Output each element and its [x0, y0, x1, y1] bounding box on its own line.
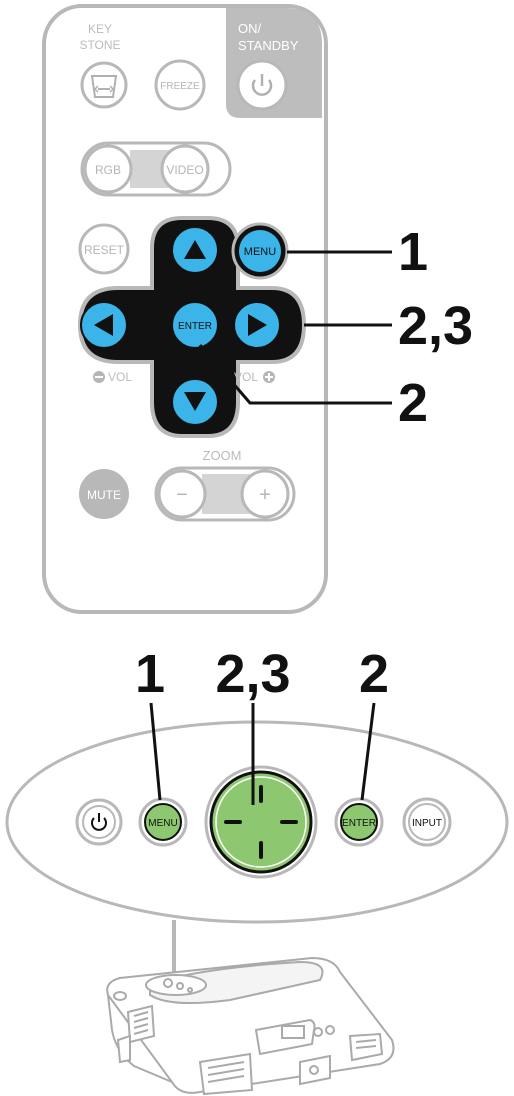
- zoom-plus-button[interactable]: +: [240, 469, 290, 519]
- panel-menu-button[interactable]: MENU: [138, 797, 188, 847]
- down-arrow-icon: [184, 392, 206, 411]
- left-arrow-icon: [94, 314, 113, 336]
- right-arrow-button[interactable]: [233, 301, 281, 349]
- panel-menu-label: MENU: [148, 818, 177, 829]
- callout-panel-menu-text: 1: [135, 644, 165, 704]
- callout-remote-enter: 2: [198, 344, 428, 433]
- power-icon: [251, 74, 273, 96]
- on-standby-label-line1: ON/: [238, 21, 262, 36]
- panel-enter-label: ENTER: [342, 818, 376, 829]
- right-arrow-icon: [248, 314, 267, 336]
- keystone-label-line1: KEY: [88, 22, 112, 36]
- on-standby-button[interactable]: [236, 59, 288, 111]
- panel-arrow-pad[interactable]: [204, 765, 318, 879]
- remote-enter-label: ENTER: [178, 321, 212, 332]
- panel-input-label: INPUT: [412, 818, 442, 829]
- keystone-label-line2: STONE: [79, 38, 120, 52]
- rgb-label: RGB: [95, 163, 121, 177]
- reset-label: RESET: [84, 243, 125, 257]
- freeze-label: FREEZE: [160, 81, 200, 92]
- rgb-video-group: RGB VIDEO: [80, 141, 232, 197]
- down-arrow-button[interactable]: [171, 378, 219, 426]
- callout-remote-arrows-text: 2,3: [398, 296, 473, 356]
- video-button[interactable]: VIDEO: [160, 144, 210, 194]
- callout-remote-arrows: 2,3: [304, 296, 473, 356]
- left-arrow-button[interactable]: [80, 301, 128, 349]
- callout-remote-enter-text: 2: [398, 373, 428, 433]
- vol-plus-indicator: VOL: [234, 370, 275, 384]
- zoom-label: ZOOM: [203, 448, 242, 463]
- freeze-button[interactable]: FREEZE: [154, 59, 206, 111]
- panel-input-button[interactable]: INPUT: [402, 797, 452, 847]
- power-icon: [91, 813, 107, 831]
- panel-power-button[interactable]: [75, 798, 123, 846]
- vol-minus-indicator: VOL: [93, 370, 132, 384]
- video-label: VIDEO: [166, 163, 203, 177]
- keystone-icon: [90, 75, 118, 98]
- zoom-plus-label: +: [259, 484, 271, 506]
- callout-panel-enter-line: [360, 702, 376, 801]
- zoom-minus-label: −: [176, 484, 188, 506]
- mute-button[interactable]: MUTE: [79, 469, 129, 519]
- callout-remote-menu: 1: [287, 222, 428, 282]
- vol-minus-label: VOL: [108, 370, 132, 384]
- on-standby-label-line2: STANDBY: [238, 38, 299, 53]
- keystone-button[interactable]: [80, 61, 128, 109]
- up-arrow-icon: [184, 240, 206, 259]
- zoom-group: − +: [154, 466, 296, 522]
- remote-menu-button[interactable]: MENU: [231, 222, 289, 280]
- panel-enter-button[interactable]: ENTER: [334, 797, 384, 847]
- up-arrow-button[interactable]: [171, 226, 219, 274]
- callout-panel-arrows-text: 2,3: [215, 644, 290, 704]
- reset-button[interactable]: RESET: [78, 223, 130, 275]
- remote-menu-label: MENU: [244, 246, 276, 258]
- projector-illustration: [106, 956, 395, 1096]
- rgb-button[interactable]: RGB: [83, 144, 133, 194]
- callout-panel-enter-text: 2: [359, 644, 389, 704]
- callout-panel-menu-line: [149, 702, 162, 801]
- callout-remote-menu-text: 1: [398, 222, 428, 282]
- mute-label: MUTE: [87, 488, 121, 502]
- vol-plus-label: VOL: [234, 370, 258, 384]
- zoom-minus-button[interactable]: −: [157, 469, 207, 519]
- remote-enter-button[interactable]: ENTER: [171, 301, 219, 349]
